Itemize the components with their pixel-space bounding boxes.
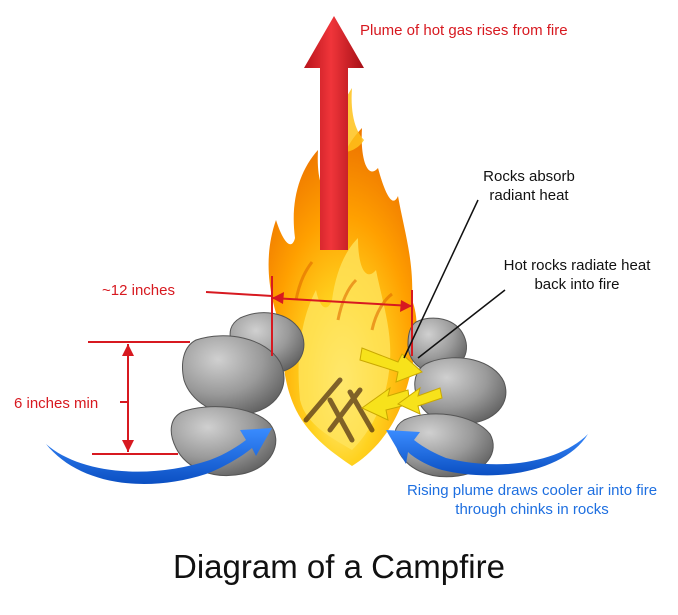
- leader-lines: [403, 199, 506, 359]
- rocks-left: [170, 312, 305, 477]
- plume-arrow: [304, 16, 364, 250]
- diagram-title: Diagram of a Campfire: [173, 548, 505, 585]
- air-arrow-right: [386, 430, 588, 476]
- rocks-radiate-label: Hot rocks radiate heat back into fire: [503, 257, 651, 293]
- height-dimension: [88, 341, 190, 455]
- width-dimension: [205, 276, 413, 356]
- air-arrow-left: [46, 428, 272, 484]
- plume-label: Plume of hot gas rises from fire: [360, 22, 568, 39]
- air-draw-label: Rising plume draws cooler air into fire …: [406, 482, 658, 518]
- rocks-absorb-label: Rocks absorb radiant heat: [483, 168, 575, 204]
- height-label: 6 inches min: [14, 395, 99, 412]
- rocks-right: [394, 317, 507, 478]
- heat-arrows: [359, 347, 443, 421]
- width-label: ~12 inches: [102, 282, 175, 299]
- flames: [268, 88, 417, 466]
